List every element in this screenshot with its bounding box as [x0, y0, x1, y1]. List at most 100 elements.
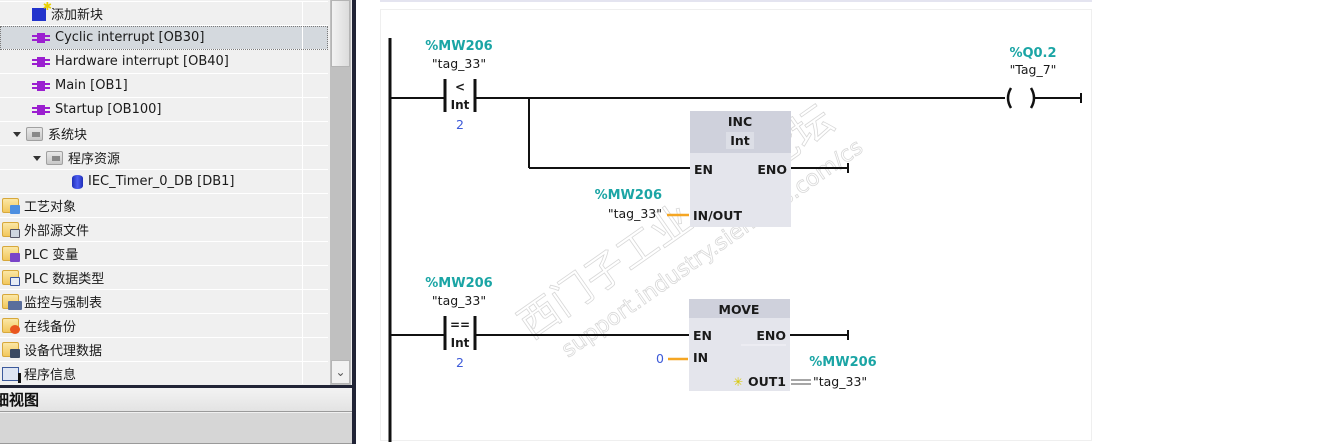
- program-info-icon: [2, 366, 21, 383]
- online-backup-folder-icon: [2, 318, 20, 334]
- system-folder-icon: [26, 126, 43, 141]
- compare-contact-less-than[interactable]: %MW206 "tag_33" < Int 2: [425, 39, 492, 132]
- tree-item-label: 程序信息: [24, 368, 77, 383]
- system-folder-icon: [46, 150, 63, 165]
- column-separator: [302, 338, 303, 361]
- folder-badge-icon: [10, 325, 20, 334]
- tree-item-label: Startup [OB100]: [55, 102, 162, 117]
- column-separator: [302, 362, 303, 384]
- tree-item-label: 监控与强制表: [24, 296, 103, 311]
- tree-item[interactable]: 系统块: [0, 122, 328, 146]
- inout-symbol: "tag_33": [608, 206, 662, 221]
- expand-arrow-icon[interactable]: [32, 153, 42, 163]
- tree-item-label: IEC_Timer_0_DB [DB1]: [88, 174, 235, 189]
- tree-item[interactable]: 在线备份: [0, 314, 328, 338]
- add-new-block-icon: [32, 0, 52, 21]
- column-separator: [302, 194, 303, 217]
- tree-item[interactable]: 添加新块: [0, 0, 328, 26]
- tree-item[interactable]: Hardware interrupt [OB40]: [0, 50, 328, 74]
- details-view-body: [0, 413, 352, 444]
- tree-item[interactable]: 外部源文件: [0, 218, 328, 242]
- folder-badge-icon: [10, 205, 20, 214]
- tree-item-label: 外部源文件: [24, 224, 90, 239]
- move-block[interactable]: MOVE EN ENO IN ✳ OUT1: [689, 299, 790, 391]
- watermark-line1: 西门子工业 技术论坛: [510, 97, 842, 348]
- column-separator: [302, 74, 303, 97]
- column-separator: [302, 98, 303, 121]
- column-separator: [302, 266, 303, 289]
- tree-vertical-scrollbar[interactable]: ⌄: [330, 0, 351, 386]
- data-block-icon: [72, 174, 83, 189]
- organization-block-icon: [32, 104, 50, 115]
- tree-item[interactable]: 工艺对象: [0, 194, 328, 218]
- chevron-down-icon: ⌄: [335, 365, 346, 379]
- details-view-header[interactable]: 细视图: [0, 388, 352, 412]
- folder-badge-icon: [10, 229, 20, 238]
- column-separator: [302, 242, 303, 265]
- operand-address: %MW206: [425, 276, 492, 291]
- column-separator: [302, 170, 303, 193]
- expand-arrow-icon[interactable]: [12, 129, 22, 139]
- pin-inout: IN/OUT: [693, 208, 742, 223]
- operand-symbol: "tag_33": [432, 293, 486, 308]
- block-header: [689, 299, 790, 318]
- scroll-down-button[interactable]: ⌄: [331, 360, 350, 384]
- operand-address: %MW206: [425, 39, 492, 54]
- ladder-editor: 西门子工业 技术论坛 support.industry.siemens.com/…: [356, 0, 1342, 444]
- pane-splitter-vertical[interactable]: [352, 0, 356, 444]
- ladder-diagram: 西门子工业 技术论坛 support.industry.siemens.com/…: [388, 38, 1082, 442]
- tree-item[interactable]: PLC 数据类型: [0, 266, 328, 290]
- compare-type: Int: [451, 336, 470, 350]
- column-separator: [302, 50, 303, 73]
- watch-force-tables-icon: [2, 294, 22, 310]
- project-tree: 添加新块 Cyclic interrupt [OB30]Hardware inte…: [0, 0, 328, 384]
- organization-block-icon: [32, 32, 50, 43]
- tree-item[interactable]: PLC 变量: [0, 242, 328, 266]
- technology-objects-folder-icon: [2, 198, 20, 214]
- compare-operator: <: [455, 80, 465, 94]
- column-separator: [302, 2, 303, 25]
- tree-item-label: PLC 变量: [24, 248, 79, 263]
- coil-symbol: "Tag_7": [1010, 62, 1057, 77]
- compare-value: 2: [456, 355, 464, 370]
- ladder-network[interactable]: 西门子工业 技术论坛 support.industry.siemens.com/…: [380, 9, 1092, 442]
- tree-item-label: 系统块: [48, 128, 88, 143]
- tree-item-label: 在线备份: [24, 320, 77, 335]
- tree-item-label: 设备代理数据: [24, 344, 103, 359]
- tree-item[interactable]: Startup [OB100]: [0, 98, 328, 122]
- pane-splitter-horizontal[interactable]: [0, 385, 352, 388]
- block-type: Int: [730, 133, 750, 148]
- tree-item[interactable]: Cyclic interrupt [OB30]: [0, 26, 328, 50]
- pin-en: EN: [693, 328, 712, 343]
- scrollbar-thumb[interactable]: [331, 0, 350, 67]
- column-separator: [302, 290, 303, 313]
- tree-item[interactable]: 设备代理数据: [0, 338, 328, 362]
- tree-item[interactable]: 程序信息: [0, 362, 328, 384]
- column-separator: [302, 26, 303, 49]
- tree-item[interactable]: 监控与强制表: [0, 290, 328, 314]
- tree-item-label: 添加新块: [51, 8, 104, 23]
- pin-en: EN: [694, 162, 713, 177]
- out-symbol: "tag_33": [813, 374, 867, 389]
- folder-badge-icon: [8, 301, 22, 310]
- block-name: MOVE: [719, 302, 760, 317]
- type-selector[interactable]: [726, 132, 754, 149]
- add-output-icon[interactable]: ✳: [733, 375, 743, 389]
- tree-item-label: PLC 数据类型: [24, 272, 105, 287]
- tree-item[interactable]: IEC_Timer_0_DB [DB1]: [0, 170, 328, 194]
- pin-eno: ENO: [756, 328, 786, 343]
- out-address: %MW206: [809, 355, 876, 370]
- inout-address: %MW206: [595, 188, 662, 203]
- network-separator: [380, 0, 1092, 2]
- tree-item[interactable]: Main [OB1]: [0, 74, 328, 98]
- inc-block[interactable]: INC Int EN ENO IN/OUT: [690, 111, 791, 227]
- compare-contact-equal[interactable]: %MW206 "tag_33" == Int 2: [425, 276, 492, 370]
- tree-item[interactable]: 程序资源: [0, 146, 328, 170]
- output-coil[interactable]: %Q0.2 "Tag_7": [1006, 46, 1057, 109]
- tree-item-partial[interactable]: [0, 0, 328, 2]
- folder-badge-icon: [10, 277, 20, 286]
- external-source-folder-icon: [2, 222, 20, 238]
- plc-data-types-folder-icon: [2, 270, 20, 286]
- tree-item-label: 工艺对象: [24, 200, 77, 215]
- coil-left-paren: [1006, 87, 1013, 109]
